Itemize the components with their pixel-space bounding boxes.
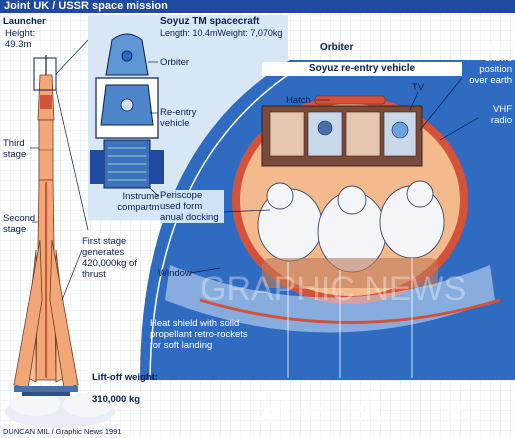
tv-label: TV <box>412 82 425 93</box>
helmet <box>266 182 294 210</box>
spacecraft-heading: Soyuz TM spacecraft <box>160 16 260 27</box>
rocket-nozzles <box>14 386 78 392</box>
rocket-leader-lines <box>30 39 89 301</box>
solar-panel-right <box>150 150 164 184</box>
launcher-height-value: 49.3m <box>5 39 32 50</box>
cutaway-orbiter-label: Orbiter <box>320 42 354 53</box>
third-stage-label: Third stage <box>3 138 27 160</box>
fairing-stripe <box>40 95 52 109</box>
hatch-label: Hatch <box>286 95 311 106</box>
window-bowl <box>165 265 495 333</box>
helmet <box>337 185 367 215</box>
astronauts <box>257 180 445 273</box>
crew-seats <box>262 258 438 288</box>
heat-shield-label: Heat shield with solid propellant retro-… <box>150 318 248 351</box>
crew-commander-name: Anatoli Petrovich Artsebarski <box>340 392 393 425</box>
launcher-rocket <box>5 55 115 428</box>
hatch <box>314 95 386 105</box>
spacecraft-orbiter-label: Orbiter <box>160 57 190 68</box>
rocket-nozzles-lower <box>22 392 70 396</box>
window-label: Window <box>158 268 192 279</box>
first-stage-label: First stage generates 420,000kg of thrus… <box>82 236 137 280</box>
launcher-height-label: Height: <box>5 28 36 39</box>
title-bar <box>0 0 515 13</box>
liftoff-label: Lift-off weight: <box>92 372 158 383</box>
spacecraft-reentry-label: Re-entry vehicle <box>160 107 197 129</box>
vhf-label: VHF radio <box>490 104 512 126</box>
crew-astronaut-role: Astronaut (United Kingdom) <box>440 380 481 413</box>
exhaust-cloud <box>10 392 60 416</box>
instrument-block <box>345 111 381 157</box>
helmet <box>406 180 434 208</box>
banner-bg <box>262 62 462 76</box>
orbiter-port <box>121 50 133 62</box>
instrument-ribs <box>108 147 146 181</box>
spacecraft-specs: Length: 10.4mWeight: 7,070kg <box>160 28 283 38</box>
liftoff-value: 310,000 kg <box>92 394 141 405</box>
exhaust-cloud <box>63 393 113 417</box>
periscope-label: Periscope used form anual docking <box>160 190 224 223</box>
crew-commander-role: Commander (USSR) <box>340 380 393 402</box>
crew-astronaut-name: Helen Sharman <box>440 403 481 425</box>
reentry-window <box>120 98 134 112</box>
solar-panel-left <box>90 150 104 184</box>
tv-screen <box>317 120 333 136</box>
cabin-leader-lines <box>189 77 479 274</box>
reentry-cutaway <box>140 60 515 381</box>
watermark: GRAPHIC NEWS <box>200 270 466 308</box>
instrument-block <box>269 111 305 157</box>
spacecraft-instrument-label: Instrument compartment <box>117 191 173 213</box>
page-title: Joint UK / USSR space mission <box>4 0 168 12</box>
second-stage-label: Second stage <box>3 213 36 235</box>
launcher-heading: Launcher <box>3 16 46 27</box>
crew-flight-engineer-name: Sergei Konstantinovich Krikalyov <box>256 392 331 425</box>
crew-leader-lines <box>287 258 413 378</box>
heat-shield <box>199 298 501 324</box>
crew-flight-engineer-role: Flight engineer (USSR) <box>256 380 319 402</box>
spacecraft-leader-lines <box>148 61 159 197</box>
globe-instrument <box>391 121 409 139</box>
globes-label: Globes shows position over earth <box>469 42 512 86</box>
credit: DUNCAN MIL / Graphic News 1991 <box>3 427 122 436</box>
reentry-banner: Soyuz re-entry vehicle <box>308 63 416 74</box>
